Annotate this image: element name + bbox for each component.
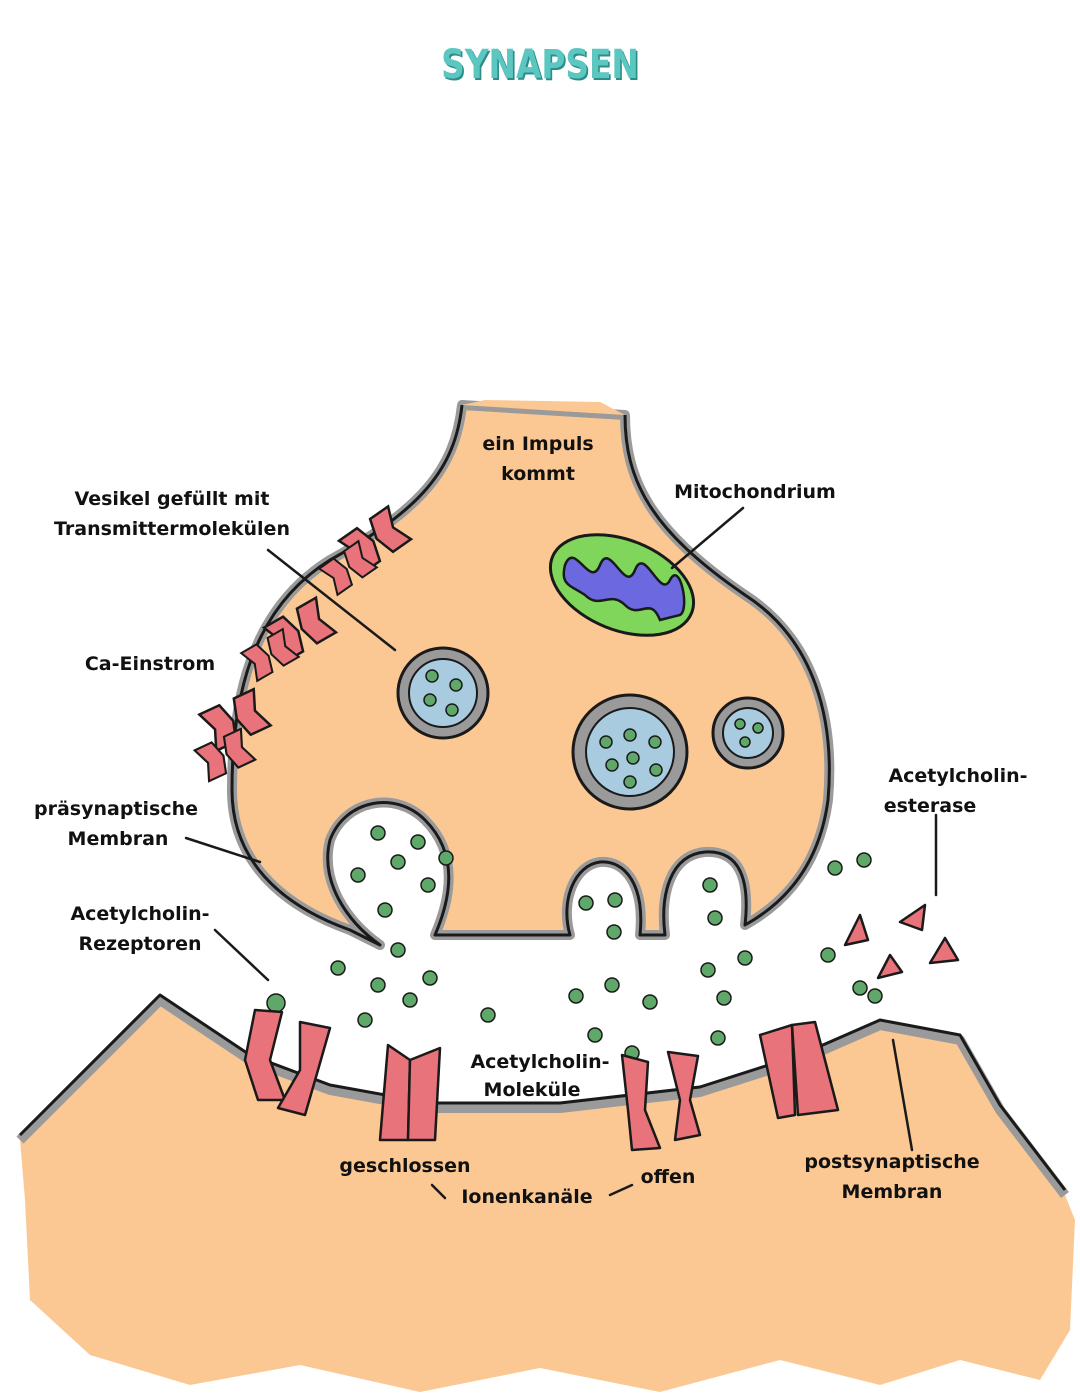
calcium-channels <box>192 504 414 783</box>
ion-channels <box>243 1008 840 1152</box>
label-esterase-2: esterase <box>884 795 977 817</box>
mitochondrion <box>548 533 696 637</box>
vesicle <box>711 696 785 770</box>
label-impuls-2: kommt <box>501 463 575 485</box>
leader-lines <box>184 506 938 1200</box>
ion-channel-open <box>620 1050 702 1152</box>
label-molekuele-2: Moleküle <box>484 1079 581 1101</box>
label-molekuele-1: Acetylcholin- <box>470 1051 609 1073</box>
label-postsyn-2: Membran <box>842 1181 943 1203</box>
label-mitochondrium: Mitochondrium <box>674 481 836 503</box>
label-ca-einstrom: Ca-Einstrom <box>85 653 215 675</box>
label-offen: offen <box>641 1166 696 1188</box>
ion-channel-closed <box>378 1043 442 1142</box>
vesicle <box>396 646 490 740</box>
label-praesyn-1: präsynaptische <box>34 798 198 820</box>
labels: ein Impuls kommt Mitochondrium Vesikel g… <box>34 433 1028 1208</box>
acetylcholinesterase <box>843 903 960 980</box>
label-vesikel-1: Vesikel gefüllt mit <box>75 488 270 510</box>
synaptic-vesicles <box>396 646 785 811</box>
acetylcholine-molecules <box>266 825 883 1061</box>
label-esterase-1: Acetylcholin- <box>888 765 1027 787</box>
label-praesyn-2: Membran <box>68 828 169 850</box>
label-impuls-1: ein Impuls <box>482 433 593 455</box>
page-title: SYNAPSEN <box>441 42 639 88</box>
label-ionenkanaele: Ionenkanäle <box>461 1186 592 1208</box>
label-rezeptoren-2: Rezeptoren <box>79 933 202 955</box>
vesicle <box>571 693 689 811</box>
label-vesikel-2: Transmittermolekülen <box>54 518 290 540</box>
label-geschlossen: geschlossen <box>339 1155 470 1177</box>
ion-channel-closed <box>758 1020 840 1120</box>
receptor-open <box>276 1020 332 1117</box>
label-postsyn-1: postsynaptische <box>804 1151 979 1173</box>
label-rezeptoren-1: Acetylcholin- <box>70 903 209 925</box>
